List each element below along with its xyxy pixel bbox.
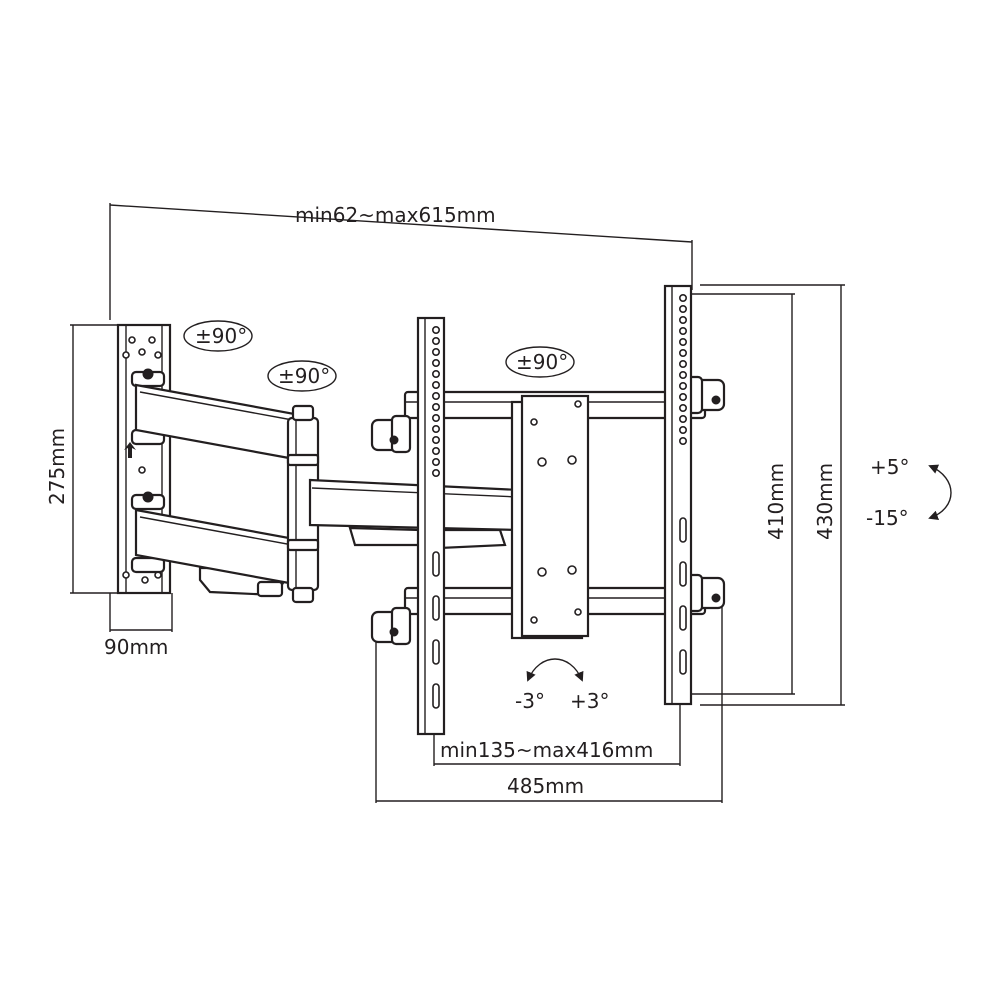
mounting-slot (679, 561, 687, 587)
tv-rail-right (663, 284, 693, 706)
mounting-slot (432, 639, 440, 665)
wall-plate-width-label: 90mm (104, 635, 168, 659)
mounting-slot (679, 605, 687, 631)
level-left-label: -3° (515, 689, 545, 713)
swivel-head-label: ±90° (516, 350, 568, 374)
mounting-hole (678, 403, 687, 412)
mounting-hole (431, 446, 440, 455)
mounting-slot (679, 517, 687, 543)
mounting-hole (431, 336, 440, 345)
rotation-labels: ±90° ±90° ±90° +5° -15° -3° +3° (195, 324, 909, 713)
dimension-labels: min62~max615mm 275mm 90mm min135~max416m… (45, 203, 837, 798)
mounting-hole (678, 293, 687, 302)
mounting-hole (431, 325, 440, 334)
arrow-up-icon (124, 442, 136, 458)
mounting-hole (431, 413, 440, 422)
mounting-hole (678, 304, 687, 313)
mounting-hole (431, 457, 440, 466)
mounting-hole (431, 435, 440, 444)
mounting-hole (678, 392, 687, 401)
mounting-hole (678, 315, 687, 324)
total-width-label: 485mm (507, 774, 584, 798)
mounting-hole (678, 414, 687, 423)
mounting-hole (678, 436, 687, 445)
mounting-slot (679, 649, 687, 675)
mounting-hole (431, 369, 440, 378)
tv-rail-left (416, 316, 446, 736)
mounting-hole (431, 347, 440, 356)
vesa-horizontal-label: min135~max416mm (440, 738, 653, 762)
mounting-slot (432, 595, 440, 621)
mounting-hole (431, 380, 440, 389)
dimension-lines (70, 203, 845, 803)
total-height-label: 430mm (813, 463, 837, 540)
tv-bracket-head (370, 375, 726, 646)
arm-extension-label: min62~max615mm (295, 203, 496, 227)
mounting-slot (432, 551, 440, 577)
mounting-hole (431, 468, 440, 477)
wall-plate-height-label: 275mm (45, 428, 69, 505)
mounting-hole (431, 424, 440, 433)
level-right-label: +3° (570, 689, 609, 713)
mounting-hole (678, 326, 687, 335)
mounting-hole (431, 402, 440, 411)
swivel-wall-label: ±90° (195, 324, 247, 348)
mounting-hole (431, 391, 440, 400)
mounting-hole (678, 348, 687, 357)
swivel-arm-label: ±90° (278, 364, 330, 388)
vesa-vertical-label: 410mm (764, 463, 788, 540)
tilt-down-label: -15° (866, 506, 909, 530)
mounting-hole (678, 370, 687, 379)
rotation-symbols (183, 320, 952, 682)
mounting-hole (678, 337, 687, 346)
mounting-hole (678, 425, 687, 434)
tilt-up-label: +5° (870, 455, 909, 479)
mounting-hole (431, 358, 440, 367)
mounting-slot (432, 683, 440, 709)
mounting-hole (678, 359, 687, 368)
mounting-hole (678, 381, 687, 390)
